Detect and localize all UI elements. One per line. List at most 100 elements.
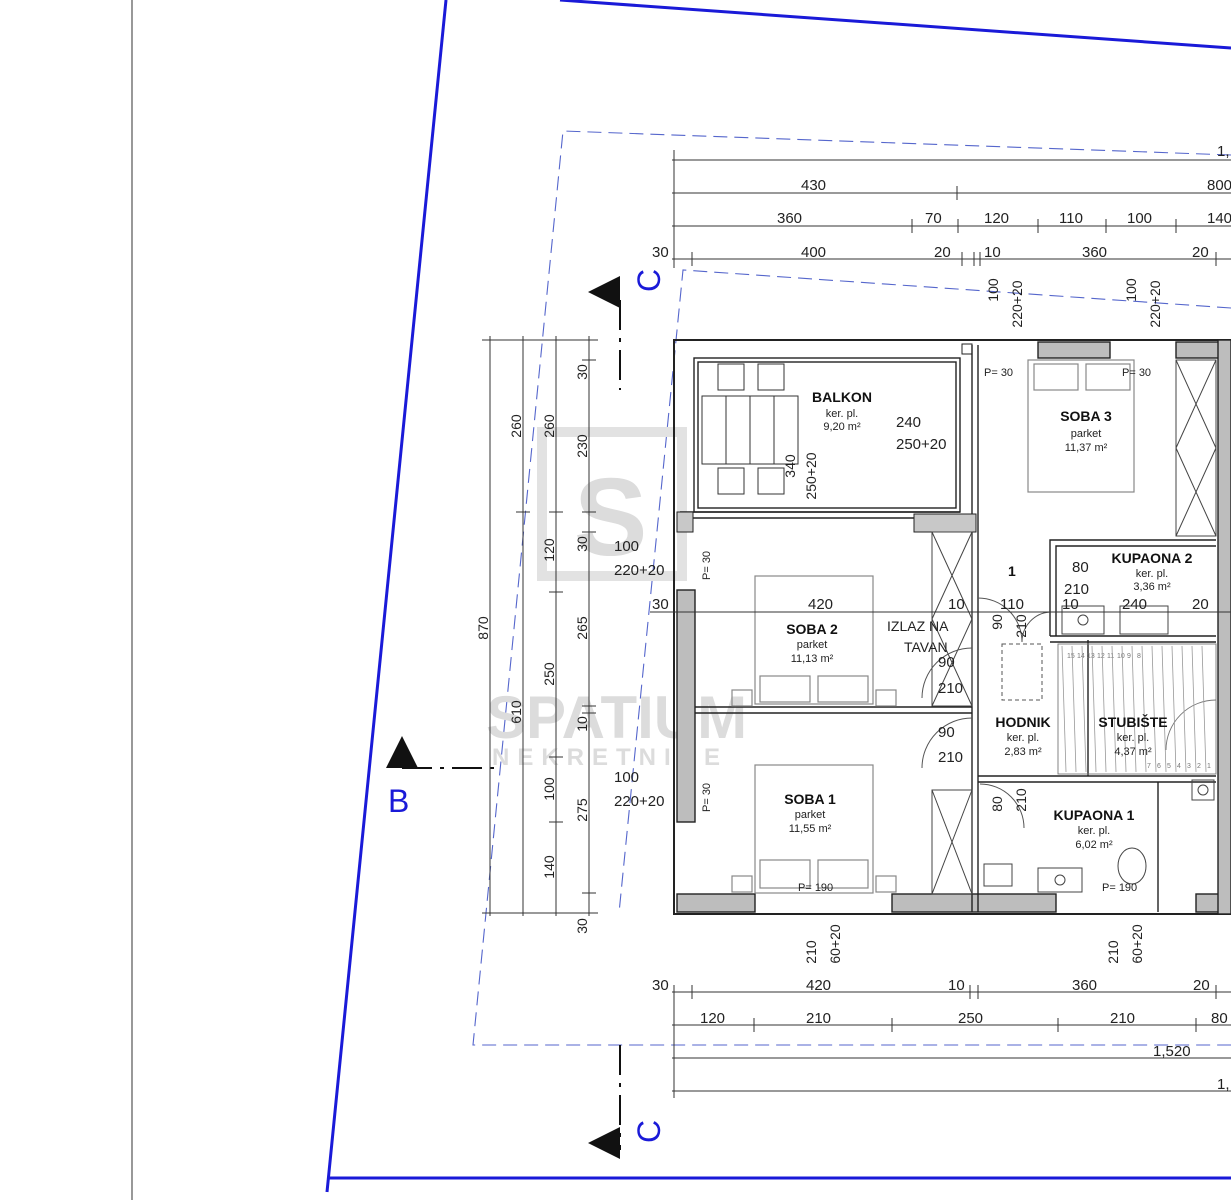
watermark-name: SPATIUM xyxy=(486,684,747,751)
kupaona1-door-width: 80 xyxy=(989,796,1005,812)
soba1-window-width: 100 xyxy=(614,769,639,786)
stair-step-number: 1 xyxy=(1207,763,1211,770)
window-bottom1-height: 60+20 xyxy=(827,924,843,964)
dim-top-70: 70 xyxy=(925,210,942,227)
stair-tread xyxy=(1201,645,1207,773)
soba2-door-width: 90 xyxy=(938,654,955,671)
dim-top-110: 110 xyxy=(1059,210,1083,227)
wardrobe-soba2 xyxy=(931,531,973,707)
room-name: SOBA 3 xyxy=(1060,408,1112,424)
stair-tread xyxy=(1191,645,1197,773)
stair-step-number: 3 xyxy=(1187,763,1191,770)
stair-step-number: 12 xyxy=(1097,653,1105,660)
dim-left-230: 230 xyxy=(574,434,590,458)
dimension-text-left: 870 260 610 260 120 250 100 140 30 230 3… xyxy=(475,364,590,934)
dim-top-total: 1, xyxy=(1217,143,1230,160)
wall-blocks xyxy=(676,343,977,533)
window-top1-height: 220+20 xyxy=(1009,280,1025,327)
dim-left-120: 120 xyxy=(541,538,557,562)
attic-exit-label-1: IZLAZ NA xyxy=(887,618,949,634)
room-name: STUBIŠTE xyxy=(1098,713,1167,730)
sill-height-3: P= 30 xyxy=(701,551,713,580)
door-swings xyxy=(921,597,1051,829)
exterior-walls xyxy=(673,339,1231,915)
dimension-lines-top xyxy=(672,150,1231,268)
dim-top-20: 20 xyxy=(934,244,951,261)
room-kupaona2: KUPAONA 2 ker. pl. 3,36 m² xyxy=(1112,550,1193,593)
stair-tread xyxy=(1081,645,1087,773)
dim-bot-210: 210 xyxy=(806,1010,831,1027)
room-area: 3,36 m² xyxy=(1133,581,1171,593)
soba1-door-height: 210 xyxy=(938,749,963,766)
bed-soba3 xyxy=(1027,359,1135,493)
room-soba2: SOBA 2 parket 11,13 m² xyxy=(786,621,838,665)
dim-left-610: 610 xyxy=(508,700,524,724)
room-area: 9,20 m² xyxy=(823,421,861,433)
stair-tread xyxy=(1061,645,1067,773)
int-dim-110: 110 xyxy=(1000,596,1024,613)
section-label-c-top: C xyxy=(631,269,667,292)
dim-top-800: 800 xyxy=(1207,177,1231,194)
section-marker-b: B xyxy=(386,736,500,819)
stair-tread xyxy=(1131,645,1137,773)
section-marker-c-bottom: C xyxy=(588,1045,667,1159)
dim-left-275: 275 xyxy=(574,798,590,822)
window-top2-width: 100 xyxy=(1123,278,1139,302)
plan-notes: IZLAZ NA TAVAN 1 P= 30 P= 30 P= 30 P= 30… xyxy=(701,367,1151,894)
attic-hatch xyxy=(1001,643,1043,701)
dim-bot-210b: 210 xyxy=(1110,1010,1135,1027)
stair-tread xyxy=(1181,645,1187,773)
window-top2-height: 220+20 xyxy=(1147,280,1163,327)
room-kupaona1: KUPAONA 1 ker. pl. 6,02 m² xyxy=(1054,807,1135,851)
dim-top-430: 430 xyxy=(801,177,826,194)
window-bottom2-height: 60+20 xyxy=(1129,924,1145,964)
room-floor: parket xyxy=(795,809,826,821)
room-balkon: BALKON ker. pl. 9,20 m² xyxy=(812,389,872,433)
dim-left-30b: 30 xyxy=(574,536,590,552)
room-name: HODNIK xyxy=(995,714,1050,730)
dim-top-140: 140 xyxy=(1207,210,1231,227)
int-dim-420: 420 xyxy=(808,596,833,613)
bed-soba1 xyxy=(731,764,897,894)
watermark-logo-frame xyxy=(537,427,687,581)
stair-tread xyxy=(1161,645,1167,773)
stair-tread xyxy=(1141,645,1147,773)
room-floor: ker. pl. xyxy=(1078,825,1110,837)
soba2-window-height: 220+20 xyxy=(614,562,664,579)
kupaona2-door-height: 210 xyxy=(1064,581,1089,598)
kupaona1-door-height: 210 xyxy=(1013,788,1029,812)
room-area: 11,13 m² xyxy=(791,653,834,665)
dim-bot-10: 10 xyxy=(948,977,965,994)
balcony-side-width: 340 xyxy=(782,454,798,478)
dim-top-10: 10 xyxy=(984,244,1001,261)
int-dim-240: 240 xyxy=(1122,596,1147,613)
sill-height-2: P= 30 xyxy=(1122,367,1151,379)
dim-top-20b: 20 xyxy=(1192,244,1209,261)
stair-tread xyxy=(1101,645,1107,773)
dim-left-260: 260 xyxy=(508,414,524,438)
stair-step-number: 10 xyxy=(1117,653,1125,660)
room-floor: ker. pl. xyxy=(826,408,858,420)
room-stubiste: STUBIŠTE ker. pl. 4,37 m² xyxy=(1098,713,1167,758)
room-area: 6,02 m² xyxy=(1075,839,1113,851)
window-bottom1-width: 210 xyxy=(803,940,819,964)
balcony-door-width: 240 xyxy=(896,414,921,431)
dim-left-30a: 30 xyxy=(574,364,590,380)
room-floor: parket xyxy=(1071,428,1102,440)
room-name: KUPAONA 1 xyxy=(1054,807,1135,823)
stair-step-number: 2 xyxy=(1197,763,1201,770)
window-bottom2-width: 210 xyxy=(1105,940,1121,964)
stair-step-number: 11 xyxy=(1107,653,1114,660)
dim-top-100: 100 xyxy=(1127,210,1152,227)
dim-left-140: 140 xyxy=(541,855,557,879)
balcony-door-height: 250+20 xyxy=(896,436,946,453)
stair-step-number: 8 xyxy=(1137,653,1141,660)
dim-top-120: 120 xyxy=(984,210,1009,227)
soba2-door-height: 210 xyxy=(938,680,963,697)
sill-height-1: P= 30 xyxy=(984,367,1013,379)
balcony-table-set xyxy=(701,363,799,495)
int-dim-30: 30 xyxy=(652,596,669,613)
room-name: BALKON xyxy=(812,389,872,405)
